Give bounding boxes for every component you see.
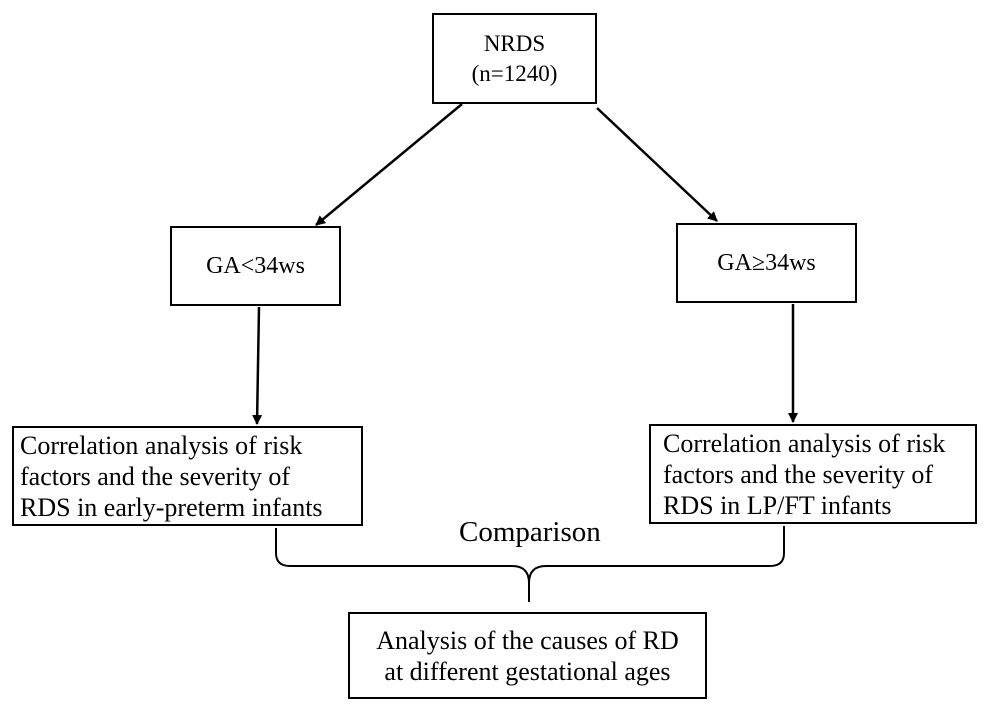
right-analysis-line-3: RDS in LP/FT infants bbox=[663, 490, 892, 520]
root-title: NRDS bbox=[483, 30, 546, 56]
ga-under-34-box: GA<34ws bbox=[170, 226, 341, 306]
comparison-label: Comparison bbox=[459, 516, 601, 548]
root-count: (n=1240) bbox=[471, 60, 558, 86]
comparison-brace bbox=[275, 526, 785, 602]
arrow-left-to-analysis bbox=[252, 306, 263, 425]
arrow-root-to-right bbox=[596, 107, 718, 222]
ga-34-plus-label: GA≥34ws bbox=[717, 249, 816, 276]
early-preterm-analysis-box: Correlation analysis of risk factors and… bbox=[12, 426, 363, 526]
nrds-root-box: NRDS (n=1240) bbox=[432, 13, 597, 104]
left-analysis-line-2: factors and the severity of bbox=[20, 461, 291, 491]
result-line-2: at different gestational ages bbox=[384, 656, 671, 686]
lp-ft-analysis-box: Correlation analysis of risk factors and… bbox=[649, 424, 977, 524]
arrow-root-to-left bbox=[315, 103, 463, 226]
left-analysis-line-1: Correlation analysis of risk bbox=[20, 430, 303, 460]
ga-34-plus-box: GA≥34ws bbox=[676, 223, 857, 303]
left-analysis-line-3: RDS in early-preterm infants bbox=[20, 492, 323, 522]
ga-under-34-label: GA<34ws bbox=[206, 252, 305, 279]
result-line-1: Analysis of the causes of RD bbox=[376, 625, 679, 655]
causes-analysis-box: Analysis of the causes of RD at differen… bbox=[348, 612, 707, 699]
right-analysis-line-2: factors and the severity of bbox=[663, 459, 934, 489]
right-analysis-line-1: Correlation analysis of risk bbox=[663, 428, 946, 458]
